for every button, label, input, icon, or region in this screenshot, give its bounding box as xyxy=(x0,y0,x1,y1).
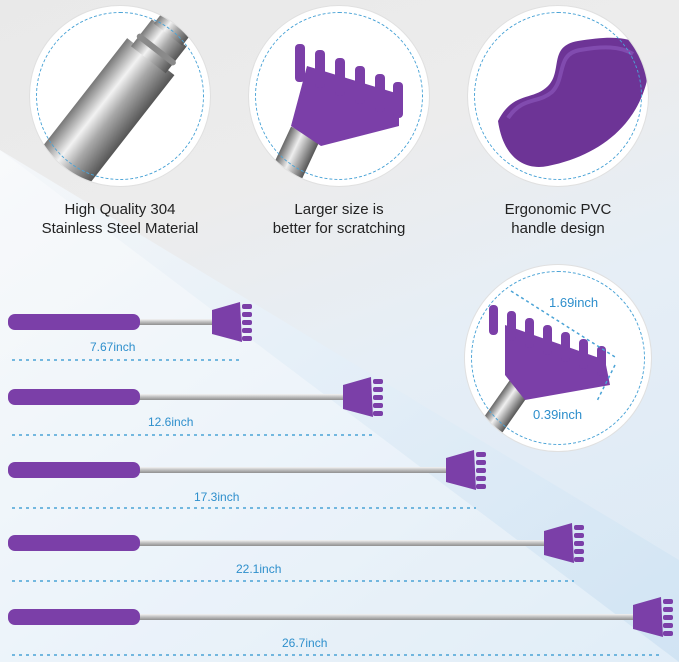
purple-handle xyxy=(8,462,140,478)
caption-head: Larger size is better for scratching xyxy=(239,200,439,238)
length-label-2: 12.6inch xyxy=(148,415,194,429)
head-width-label: 1.69inch xyxy=(549,295,599,310)
length-label-5: 26.7inch xyxy=(282,636,328,650)
caption-handle-line2: handle design xyxy=(511,220,605,237)
rake-head xyxy=(343,377,383,417)
purple-handle xyxy=(8,314,140,330)
caption-head-line2: better for scratching xyxy=(272,220,406,237)
caption-handle: Ergonomic PVC handle design xyxy=(458,200,658,238)
length-label-4: 22.1inch xyxy=(236,562,282,576)
telescopic-rod xyxy=(138,394,346,400)
purple-handle xyxy=(8,389,140,405)
back-scratcher-1 xyxy=(8,302,252,361)
rake-head xyxy=(633,597,673,637)
back-scratcher-5 xyxy=(8,597,673,656)
purple-handle xyxy=(8,535,140,551)
caption-head-line1: Larger size is xyxy=(294,201,384,218)
badge-dashed-ring xyxy=(471,271,645,445)
back-scratcher-4 xyxy=(8,523,584,582)
telescopic-rod xyxy=(138,467,449,473)
caption-steel-line2: Stainless Steel Material xyxy=(41,220,199,237)
back-scratcher-2 xyxy=(8,377,383,436)
caption-steel: High Quality 304 Stainless Steel Materia… xyxy=(20,200,220,238)
caption-handle-line1: Ergonomic PVC xyxy=(504,201,612,218)
purple-handle xyxy=(8,609,140,625)
caption-steel-line1: High Quality 304 xyxy=(64,201,176,218)
feature-badge-head xyxy=(249,6,429,186)
head-thickness-label: 0.39inch xyxy=(533,407,583,422)
badge-dashed-ring xyxy=(255,12,423,180)
telescopic-rod xyxy=(138,614,636,620)
back-scratcher-3 xyxy=(8,450,486,509)
head-dimension-badge: 1.69inch 0.39inch xyxy=(465,265,651,451)
feature-badge-steel xyxy=(30,6,210,186)
length-label-3: 17.3inch xyxy=(194,490,240,504)
telescopic-rod xyxy=(138,540,547,546)
badge-dashed-ring xyxy=(36,12,204,180)
feature-badge-handle xyxy=(468,6,648,186)
badge-dashed-ring xyxy=(474,12,642,180)
rake-head xyxy=(212,302,252,342)
telescopic-rod xyxy=(138,319,215,325)
length-label-1: 7.67inch xyxy=(90,340,136,354)
rake-head xyxy=(446,450,486,490)
rake-head xyxy=(544,523,584,563)
